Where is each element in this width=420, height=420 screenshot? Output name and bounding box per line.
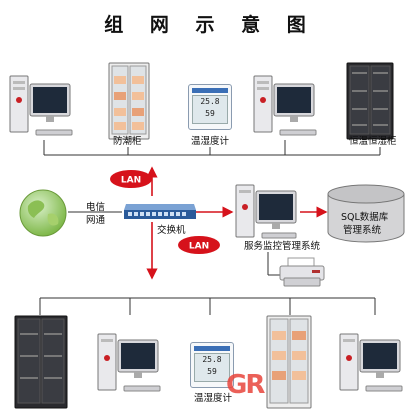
- database-label-2: 管理系统: [343, 225, 382, 236]
- hygrometer-top: 25.8 59: [188, 84, 232, 130]
- network-switch-icon: [124, 204, 196, 219]
- lan-badge-2: LAN: [178, 236, 220, 254]
- computer-1-icon: [9, 75, 73, 136]
- database-label-1: SQL数据库: [341, 212, 389, 223]
- hygrometer-bottom-humidity: 59: [207, 367, 217, 376]
- hygrometer-temperature: 25.8: [200, 97, 220, 106]
- database-icon: [327, 184, 405, 243]
- hygrometer-top-label: 温湿度计: [191, 136, 230, 147]
- switch-label: 交换机: [157, 225, 186, 236]
- bottom-dark-cabinet-icon: [14, 315, 68, 409]
- netcom-label: 网通: [86, 215, 106, 226]
- globe-icon: [19, 189, 67, 237]
- bottom-computer-1-icon: [97, 333, 161, 392]
- moisture-cabinet-label: 防潮柜: [113, 136, 142, 147]
- watermark-logo: GR: [226, 370, 265, 400]
- telecom-label: 电信: [86, 202, 106, 213]
- lan-label-1: LAN: [121, 176, 141, 186]
- server-label: 服务监控管理系统: [244, 241, 321, 252]
- computer-2-icon: [253, 75, 317, 136]
- lan-label-2: LAN: [189, 242, 209, 252]
- hygrometer-bottom-header-bar: [194, 346, 230, 351]
- bottom-light-cabinet-icon: [266, 315, 312, 409]
- lan-badge-1: LAN: [110, 170, 152, 188]
- constant-temp-humidity-cabinet-icon: [346, 62, 394, 140]
- diagram-title: 组 网 示 意 图: [104, 14, 316, 36]
- printer-icon: [279, 257, 325, 287]
- bottom-computer-2-icon: [339, 333, 403, 392]
- hygrometer-bottom: 25.8 59: [190, 342, 234, 388]
- server-computer-icon: [235, 184, 297, 239]
- top-bus-line: [43, 140, 381, 156]
- constant-temp-humidity-cabinet-label: 恒温恒湿柜: [349, 136, 397, 147]
- hygrometer-bottom-label: 温湿度计: [194, 393, 233, 404]
- hygrometer-humidity: 59: [205, 109, 215, 118]
- moisture-cabinet-icon: [108, 62, 150, 140]
- hygrometer-bottom-temperature: 25.8: [202, 355, 222, 364]
- bottom-bus-line: [39, 297, 376, 315]
- hygrometer-header-bar: [192, 88, 228, 93]
